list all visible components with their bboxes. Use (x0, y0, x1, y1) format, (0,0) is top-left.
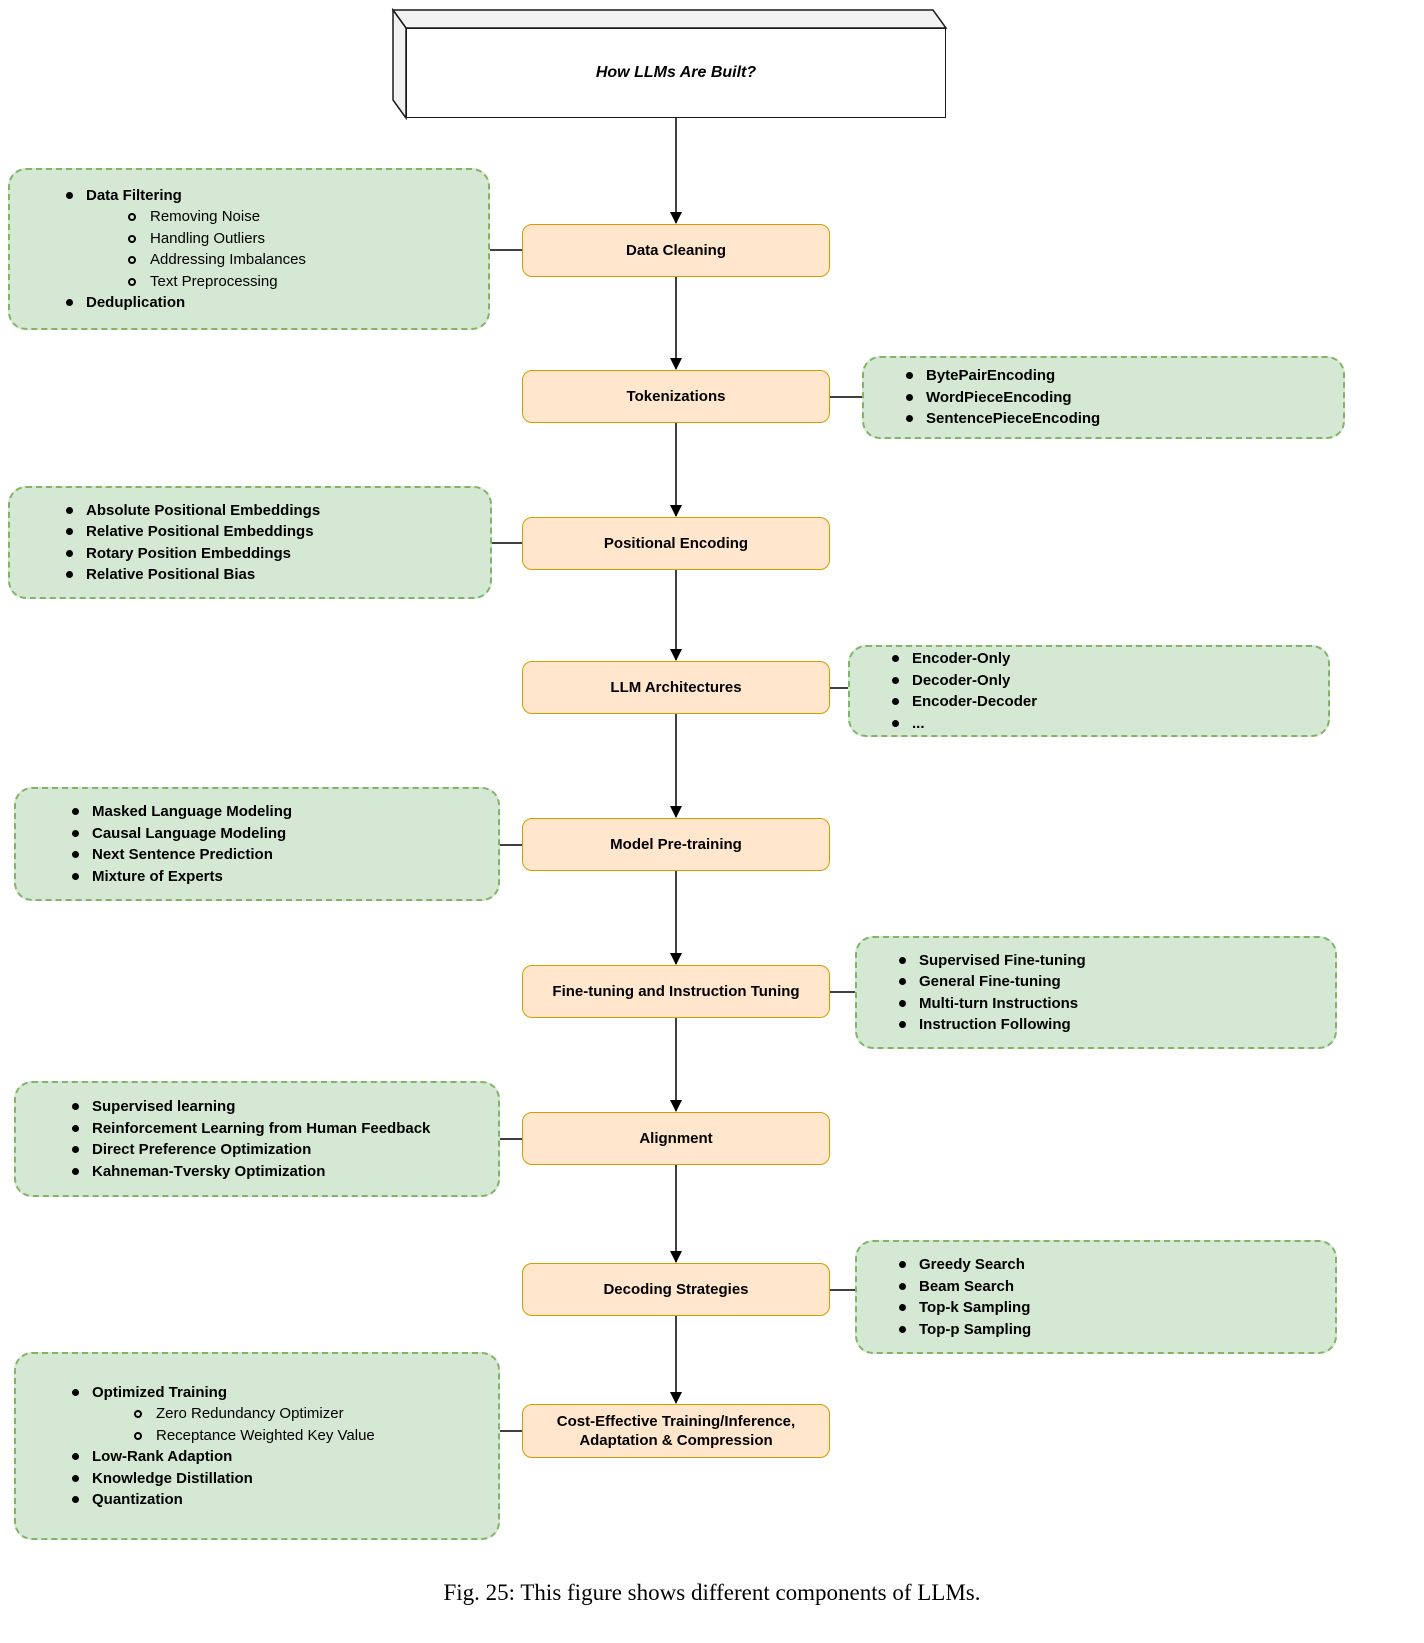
note-item: ... (850, 713, 1328, 735)
stage-alignment: Alignment (522, 1112, 830, 1165)
note-item: Direct Preference Optimization (16, 1139, 498, 1161)
title-box-left-face (392, 7, 407, 121)
note-item: Addressing Imbalances (10, 249, 488, 271)
stage-fine-tuning: Fine-tuning and Instruction Tuning (522, 965, 830, 1018)
note-item: Reinforcement Learning from Human Feedba… (16, 1118, 498, 1140)
note-item: Removing Noise (10, 206, 488, 228)
figure-caption: Fig. 25: This figure shows different com… (443, 1580, 981, 1605)
stage-label: LLM Architectures (610, 679, 742, 696)
stage-positional-encoding: Positional Encoding (522, 517, 830, 570)
note-item: Beam Search (857, 1276, 1335, 1298)
title-text: How LLMs Are Built? (595, 64, 757, 81)
note-item: Optimized Training (16, 1382, 498, 1404)
note-item: Encoder-Decoder (850, 691, 1328, 713)
stage-label: Alignment (639, 1130, 713, 1147)
title-box-top-face (391, 9, 948, 29)
stage-label: Cost-Effective Training/Inference, Adapt… (556, 1413, 796, 1449)
stage-label: Tokenizations (626, 388, 726, 405)
stage-label: Positional Encoding (603, 535, 749, 552)
note-item: Low-Rank Adaption (16, 1446, 498, 1468)
stage-data-cleaning: Data Cleaning (522, 224, 830, 277)
note-item: Text Preprocessing (10, 271, 488, 293)
note-item: Absolute Positional Embeddings (10, 500, 490, 522)
stage-llm-architectures: LLM Architectures (522, 661, 830, 714)
note-item: Kahneman-Tversky Optimization (16, 1161, 498, 1183)
note-item: Rotary Position Embeddings (10, 543, 490, 565)
stage-model-pre-training: Model Pre-training (522, 818, 830, 871)
note-item: Encoder-Only (850, 648, 1328, 670)
note-item: Mixture of Experts (16, 866, 498, 888)
note-item: WordPieceEncoding (864, 387, 1343, 409)
note-item: Knowledge Distillation (16, 1468, 498, 1490)
note-item: Decoder-Only (850, 670, 1328, 692)
note-item: General Fine-tuning (857, 971, 1335, 993)
note-item: Greedy Search (857, 1254, 1335, 1276)
stage-label: Decoding Strategies (603, 1281, 749, 1298)
note-item: Receptance Weighted Key Value (16, 1425, 498, 1447)
stage-label: Model Pre-training (610, 836, 742, 853)
stage-decoding-strategies: Decoding Strategies (522, 1263, 830, 1316)
note-item: Top-p Sampling (857, 1319, 1335, 1341)
note-item: BytePairEncoding (864, 365, 1343, 387)
note-item: Zero Redundancy Optimizer (16, 1403, 498, 1425)
note-item: Supervised Fine-tuning (857, 950, 1335, 972)
note-item: Multi-turn Instructions (857, 993, 1335, 1015)
title-box: How LLMs Are Built? (406, 28, 946, 118)
stage-label: Fine-tuning and Instruction Tuning (552, 983, 800, 1000)
stage-label: Data Cleaning (625, 242, 727, 259)
stage-tokenizations: Tokenizations (522, 370, 830, 423)
stage-cost-effective: Cost-Effective Training/Inference, Adapt… (522, 1404, 830, 1458)
note-item: Relative Positional Embeddings (10, 521, 490, 543)
note-item: Quantization (16, 1489, 498, 1511)
note-item: Handling Outliers (10, 228, 488, 250)
note-item: Deduplication (10, 292, 488, 314)
note-item: Instruction Following (857, 1014, 1335, 1036)
note-item: Supervised learning (16, 1096, 498, 1118)
note-item: Top-k Sampling (857, 1297, 1335, 1319)
note-item: Causal Language Modeling (16, 823, 498, 845)
note-item: Masked Language Modeling (16, 801, 498, 823)
note-item: SentencePieceEncoding (864, 408, 1343, 430)
note-item: Relative Positional Bias (10, 564, 490, 586)
note-item: Next Sentence Prediction (16, 844, 498, 866)
note-item: Data Filtering (10, 185, 488, 207)
